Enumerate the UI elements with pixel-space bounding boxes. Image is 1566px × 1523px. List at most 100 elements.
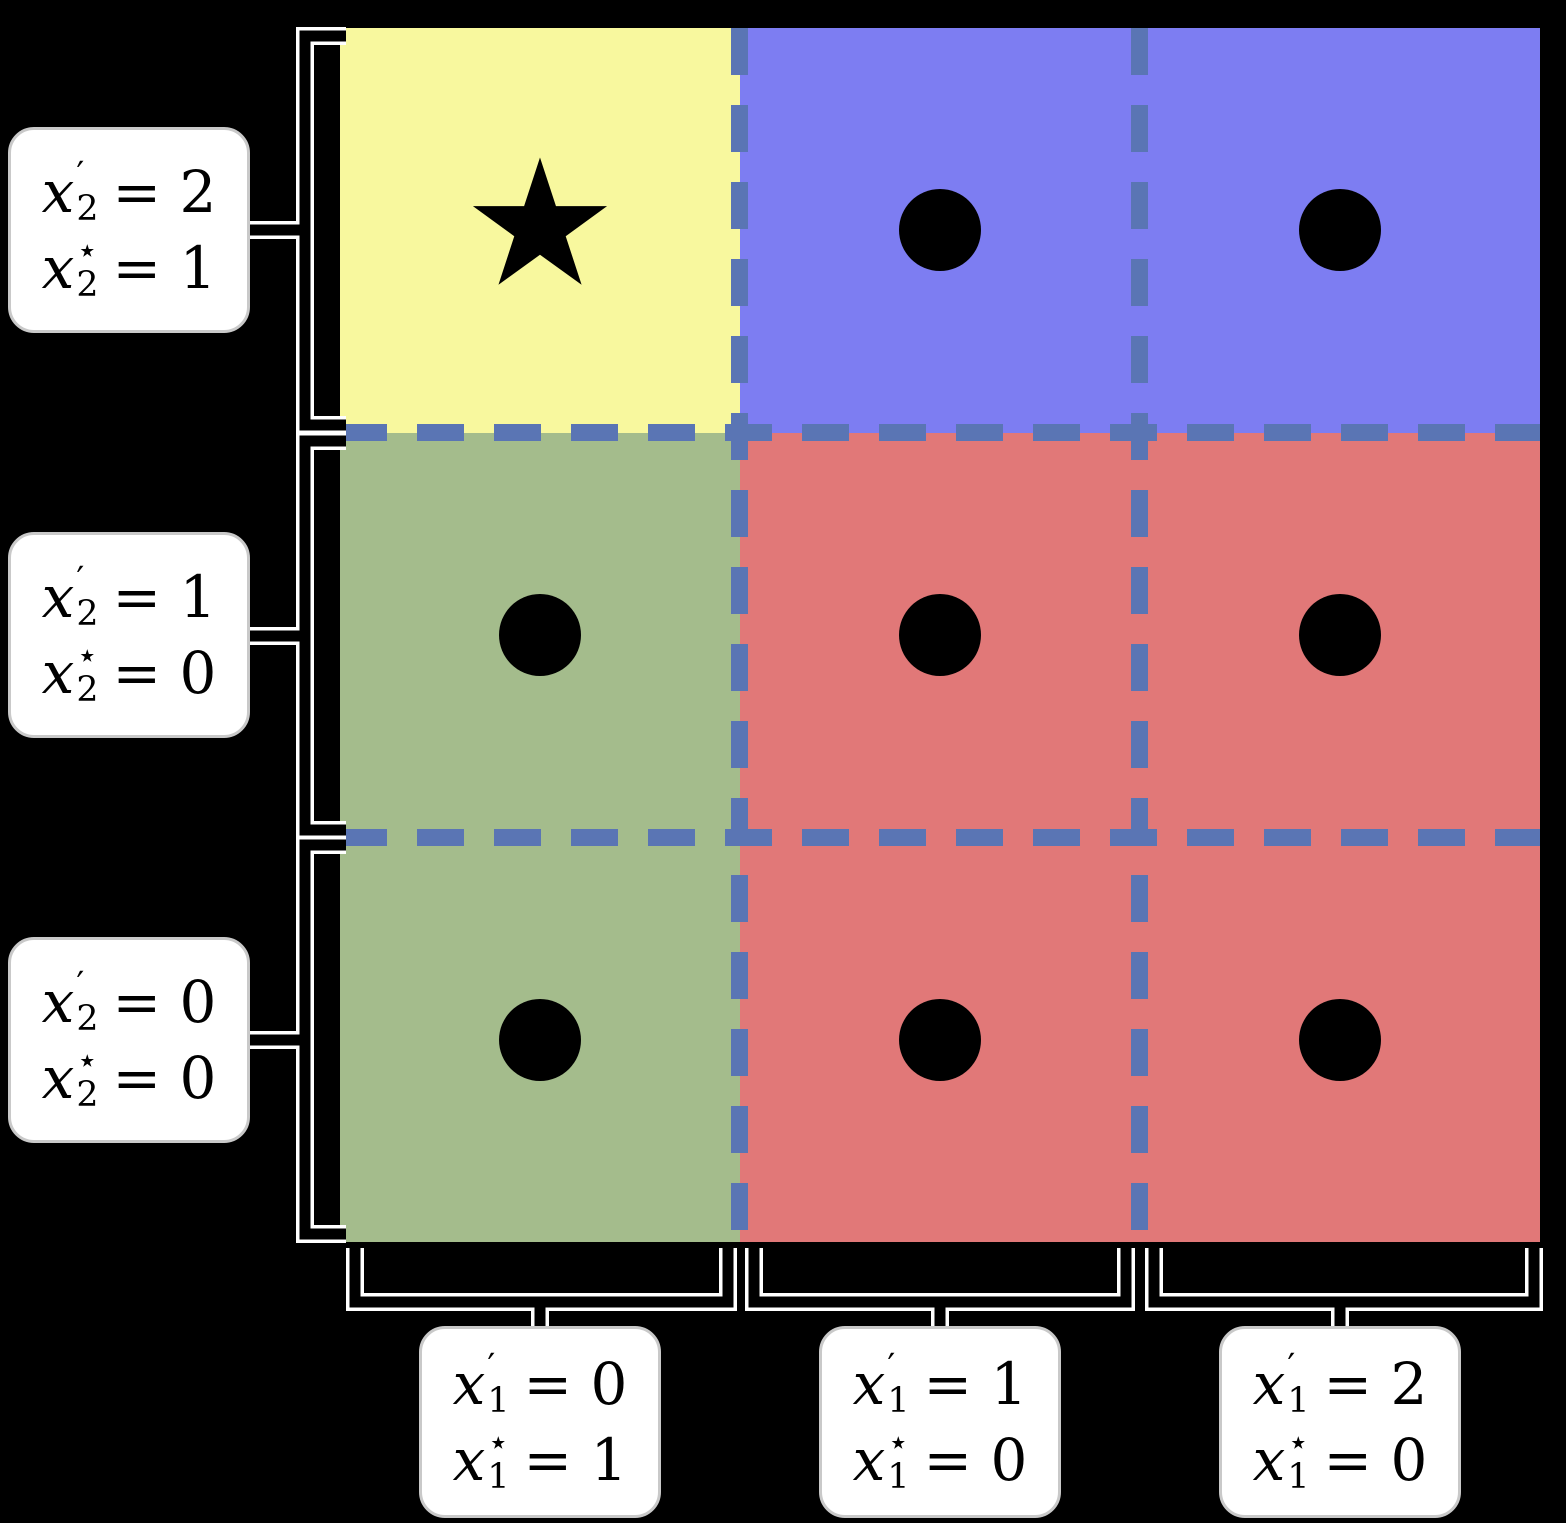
math-sub: 2 xyxy=(76,998,99,1039)
math-sub: 2 xyxy=(76,1075,99,1116)
math-var: x xyxy=(41,639,75,708)
cell-r2c0 xyxy=(340,837,740,1242)
math-var: x xyxy=(41,157,75,226)
math-rhs: = 0 xyxy=(923,1426,1028,1495)
math-rhs: = 0 xyxy=(112,1044,217,1113)
math-supsub: ⋆2 xyxy=(76,1044,99,1116)
math-sup: ′ xyxy=(1287,1346,1296,1387)
math-var: x xyxy=(852,1426,886,1495)
math-rhs: = 1 xyxy=(112,234,217,303)
math-line: x⋆1= 0 xyxy=(852,1423,1028,1498)
math-line: x′1= 0 xyxy=(452,1346,628,1421)
math-var: x xyxy=(41,562,75,631)
math-sup: ⋆ xyxy=(76,636,99,676)
math-sup: ⋆ xyxy=(76,231,99,271)
math-sub: 1 xyxy=(1287,1380,1310,1421)
math-sub: 1 xyxy=(887,1457,910,1498)
math-sub: 1 xyxy=(887,1380,910,1421)
math-sub: 1 xyxy=(487,1457,510,1498)
dot-marker xyxy=(899,189,981,272)
math-rhs: = 1 xyxy=(523,1426,628,1495)
math-var: x xyxy=(41,967,75,1036)
cell-r2c2 xyxy=(1140,837,1540,1242)
dot-marker xyxy=(499,998,581,1081)
math-supsub: ′2 xyxy=(76,559,99,634)
row-label-0: x′2= 2 x⋆2= 1 xyxy=(8,127,250,333)
math-rhs: = 0 xyxy=(112,967,217,1036)
math-var: x xyxy=(852,1349,886,1418)
math-sub: 2 xyxy=(76,670,99,711)
math-var: x xyxy=(41,234,75,303)
math-line: x′2= 1 xyxy=(41,559,217,634)
dot-marker xyxy=(499,593,581,676)
dot-marker xyxy=(1299,998,1381,1081)
dot-marker xyxy=(899,593,981,676)
math-rhs: = 2 xyxy=(1323,1349,1428,1418)
row-label-1: x′2= 1 x⋆2= 0 xyxy=(8,532,250,738)
bracket-halo-group xyxy=(248,27,1543,1340)
dot-marker xyxy=(1299,593,1381,676)
cell-r0c1 xyxy=(740,28,1140,433)
math-rhs: = 1 xyxy=(112,562,217,631)
cell-r2c1 xyxy=(740,837,1140,1242)
col-label-0: x′1= 0 x⋆1= 1 xyxy=(419,1326,661,1518)
math-supsub: ⋆2 xyxy=(76,636,99,711)
math-supsub: ′1 xyxy=(887,1346,910,1421)
math-supsub: ⋆1 xyxy=(1287,1423,1310,1498)
math-line: x⋆1= 0 xyxy=(1252,1423,1428,1498)
dashed-gridline-horizontal-2 xyxy=(340,829,1540,846)
cell-r0c2 xyxy=(1140,28,1540,433)
cell-r0c0: ★ xyxy=(340,28,740,433)
math-sub: 2 xyxy=(76,188,99,229)
math-sup: ′ xyxy=(76,154,85,195)
math-supsub: ⋆1 xyxy=(887,1423,910,1498)
col-label-1: x′1= 1 x⋆1= 0 xyxy=(819,1326,1061,1518)
math-var: x xyxy=(1252,1426,1286,1495)
math-sup: ′ xyxy=(76,964,85,1005)
math-sup: ⋆ xyxy=(487,1423,510,1463)
math-sup: ′ xyxy=(487,1346,496,1387)
math-supsub: ′1 xyxy=(487,1346,510,1421)
col-label-2: x′1= 2 x⋆1= 0 xyxy=(1219,1326,1461,1518)
math-line: x⋆2= 0 xyxy=(41,1044,217,1116)
math-rhs: = 1 xyxy=(923,1349,1028,1418)
math-line: x′2= 0 xyxy=(41,964,217,1039)
math-line: x′1= 1 xyxy=(852,1346,1028,1421)
math-sub: 2 xyxy=(76,593,99,634)
math-var: x xyxy=(452,1349,486,1418)
dashed-gridline-vertical-1 xyxy=(731,28,748,1242)
math-line: x′1= 2 xyxy=(1253,1346,1428,1421)
math-line: x⋆1= 1 xyxy=(452,1423,628,1498)
dashed-gridline-horizontal-1 xyxy=(340,424,1540,441)
math-supsub: ′2 xyxy=(76,964,99,1039)
cell-r1c0 xyxy=(340,432,740,838)
math-sub: 1 xyxy=(1287,1457,1310,1498)
math-sup: ′ xyxy=(887,1346,896,1387)
math-rhs: = 0 xyxy=(1323,1426,1428,1495)
math-line: x′2 = 2 xyxy=(41,154,217,229)
math-var: x xyxy=(452,1426,486,1495)
cell-r1c2 xyxy=(1140,432,1540,838)
row-label-2: x′2= 0 x⋆2= 0 xyxy=(8,937,250,1143)
math-line: x⋆2= 0 xyxy=(41,636,217,711)
dot-marker xyxy=(1299,189,1381,272)
math-sub: 2 xyxy=(76,265,99,306)
math-var: x xyxy=(41,1044,75,1113)
math-rhs: = 0 xyxy=(523,1349,628,1418)
math-sup: ′ xyxy=(76,559,85,600)
math-sup: ⋆ xyxy=(887,1423,910,1463)
math-supsub: ⋆1 xyxy=(487,1423,510,1498)
dot-marker xyxy=(899,998,981,1081)
math-line: x⋆2 = 1 xyxy=(41,231,217,306)
math-rhs: = 0 xyxy=(112,639,217,708)
bracket-group xyxy=(248,30,1540,1340)
dashed-gridline-vertical-2 xyxy=(1131,28,1148,1242)
cell-r1c1 xyxy=(740,432,1140,838)
region-grid: ★ xyxy=(340,28,1540,1242)
math-sub: 1 xyxy=(487,1380,510,1421)
math-rhs: = 2 xyxy=(112,157,217,226)
math-supsub: ′1 xyxy=(1287,1346,1310,1421)
math-sup: ⋆ xyxy=(1287,1423,1310,1463)
